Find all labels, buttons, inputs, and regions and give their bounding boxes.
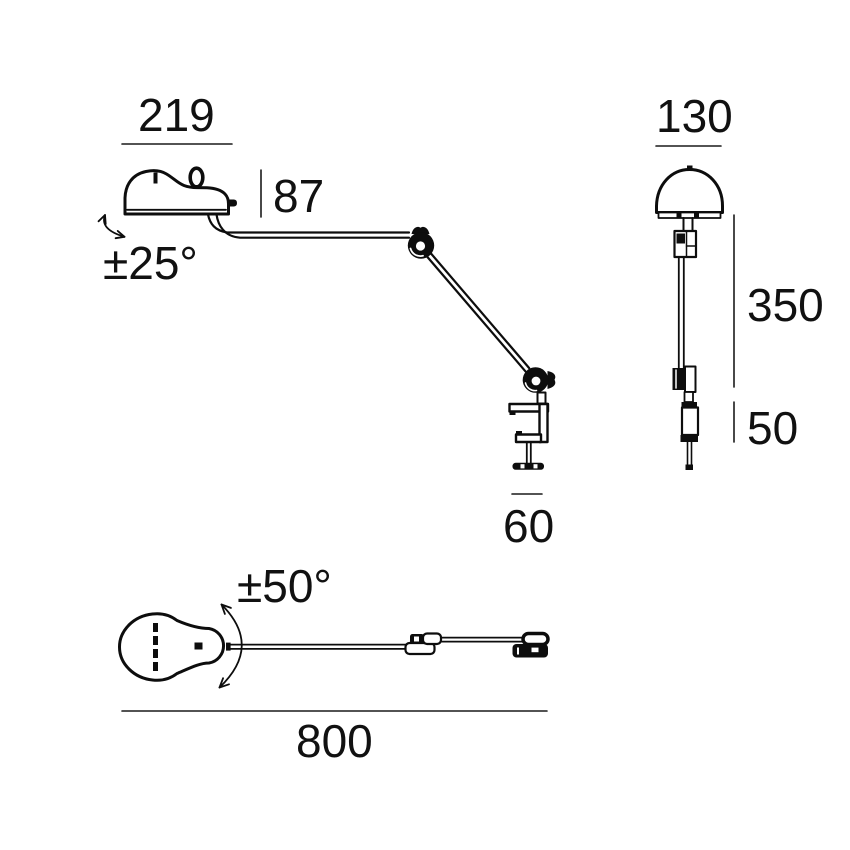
- dome-socket-mark-b: [694, 212, 699, 218]
- clamp-t-handle-gap-b: [533, 464, 538, 469]
- top-base-loop: [521, 631, 550, 647]
- dim-label-head-diameter: 130: [656, 90, 733, 142]
- lower-arm-line-a: [426, 255, 527, 373]
- upper-arm-curve-inner: [215, 213, 411, 239]
- front-neck: [683, 391, 694, 403]
- top-base-clamp: [512, 644, 548, 658]
- clamp-spine: [538, 402, 549, 444]
- front-elbow-body: [684, 365, 697, 393]
- front-elbow-dark: [672, 368, 685, 390]
- head-pivot-knob: [676, 233, 685, 244]
- elbow-joint-axle: [415, 241, 426, 251]
- base-post: [536, 391, 547, 405]
- base-joint-highlight: [524, 382, 538, 392]
- front-screw-tip: [685, 464, 693, 470]
- dim-label-head-height: 87: [273, 170, 325, 222]
- dim-label-rotation-range: ±50°: [237, 560, 332, 612]
- lamp-head-side: [123, 169, 230, 216]
- base-wing-nut: [547, 371, 556, 389]
- head-vent-slots: [153, 623, 158, 671]
- elbow-joint-highlight: [409, 247, 424, 258]
- clamp-top-pad: [509, 411, 516, 415]
- top-view-drawing: [118, 603, 550, 712]
- head-switch-top: [194, 642, 203, 650]
- top-elbow-upper: [421, 632, 443, 646]
- base-joint-axle: [531, 376, 541, 386]
- dim-label-max-reach: 800: [296, 715, 373, 767]
- dome-rim-band: [657, 211, 722, 219]
- dim-label-clamp-height: 50: [747, 402, 799, 454]
- front-clamp-body: [680, 406, 700, 437]
- front-clamp-bottom-band: [680, 435, 698, 442]
- arm1-connector: [226, 642, 231, 651]
- elbow-wing-nut: [411, 226, 430, 234]
- lamp-head-top: [118, 612, 225, 682]
- side-view-drawing: [97, 143, 556, 495]
- top-base-clamp-gap: [531, 647, 539, 653]
- head-pivot-ring: [188, 166, 205, 189]
- top-base-clamp-slit: [517, 647, 519, 655]
- front-clamp-top-band: [681, 402, 697, 408]
- clamp-t-handle: [512, 462, 544, 470]
- top-elbow-knob-gap: [414, 636, 419, 642]
- clamp-bottom-jaw: [514, 433, 543, 444]
- clamp-bottom-pad: [516, 431, 522, 435]
- front-view-drawing: [655, 145, 735, 470]
- lamp-head-front: [655, 168, 724, 214]
- head-switch-nub: [228, 199, 237, 207]
- dim-label-head-width: 219: [138, 89, 215, 141]
- clamp-t-handle-gap-a: [520, 464, 525, 469]
- rotation-arrow-icon: [218, 603, 243, 689]
- dim-label-tilt-range: ±25°: [103, 237, 198, 289]
- dome-socket-mark-a: [676, 212, 682, 218]
- head-top-notch: [153, 172, 158, 184]
- tilt-arrow-icon: [97, 214, 126, 240]
- dim-label-clamp-depth: 60: [503, 500, 555, 552]
- dim-label-arm-length: 350: [747, 279, 824, 331]
- lower-arm-line-b: [429, 252, 531, 370]
